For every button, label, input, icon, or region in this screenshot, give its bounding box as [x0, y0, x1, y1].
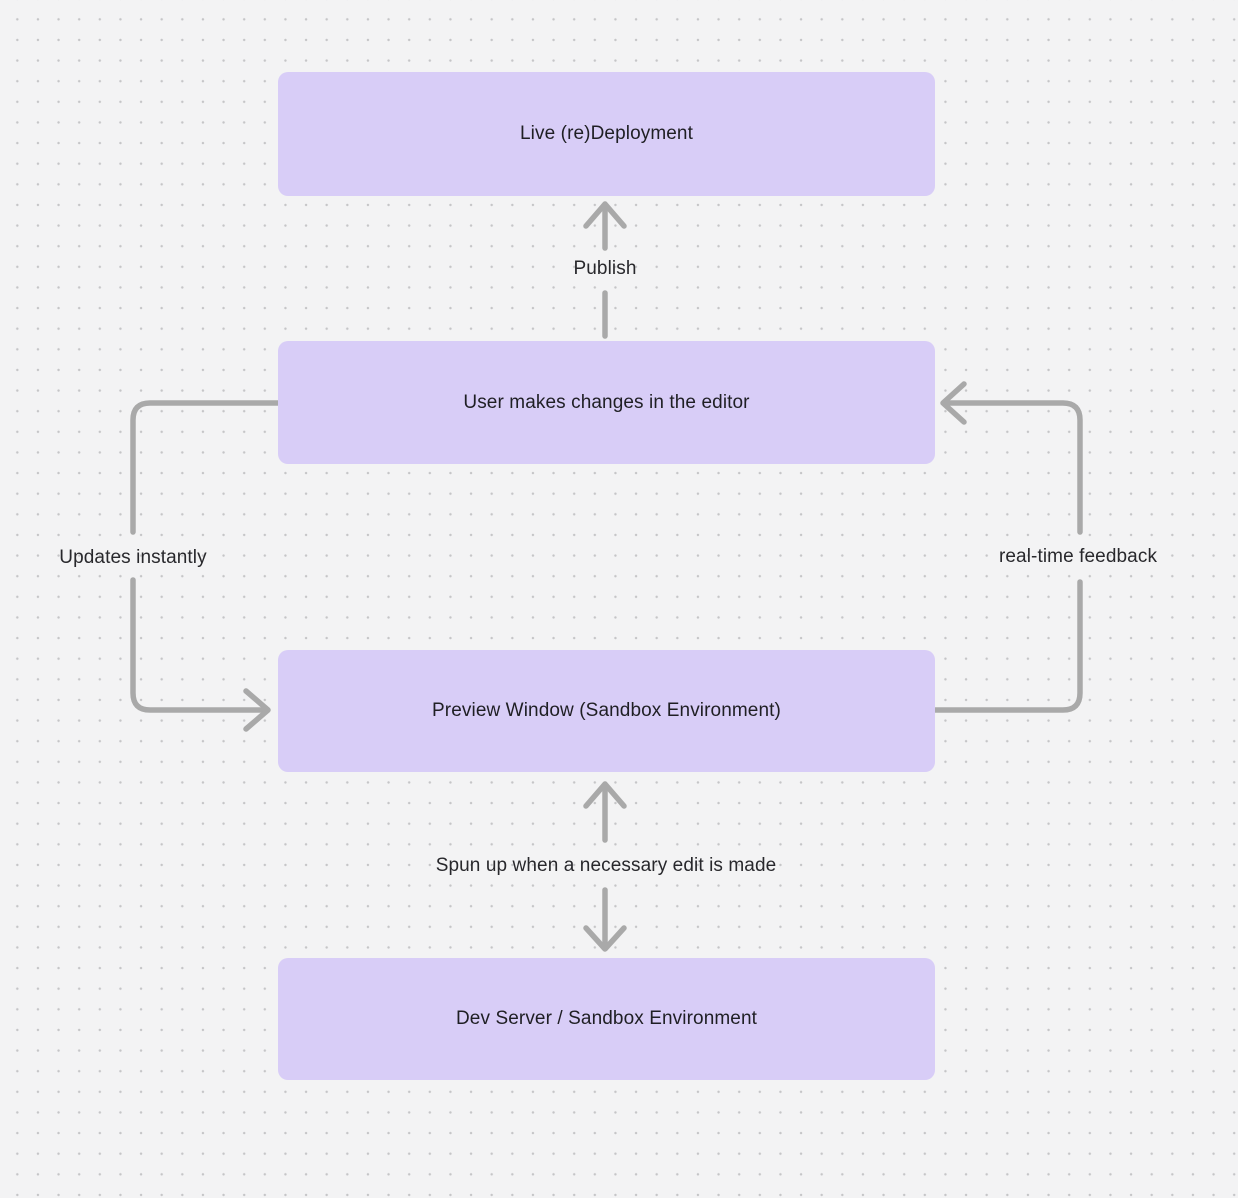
- edge-feedback-segment-top: [945, 400, 1083, 535]
- edge-publish-arrowhead-icon: [583, 201, 627, 229]
- edge-label-publish: Publish: [573, 258, 637, 279]
- node-label: Dev Server / Sandbox Environment: [455, 1008, 757, 1029]
- edge-updates-segment-top: [130, 400, 281, 535]
- edge-spunup-up-arrowhead-icon: [583, 781, 627, 809]
- node-label: User makes changes in the editor: [463, 391, 750, 413]
- node-label: Preview Window (Sandbox Environment): [432, 700, 781, 721]
- node-live-redeployment[interactable]: Live (re)Deployment: [278, 72, 935, 196]
- edge-spunup-down-arrowhead-icon: [583, 925, 627, 952]
- edge-updates-segment-bottom: [130, 577, 265, 713]
- node-label: Live (re)Deployment: [520, 123, 693, 144]
- edge-label-updates-instantly: Updates instantly: [59, 547, 207, 568]
- edge-feedback-segment-bottom: [932, 579, 1083, 713]
- edge-feedback-arrowhead-icon: [940, 381, 967, 425]
- connector-group: [130, 201, 1083, 952]
- edge-label-spun-up: Spun up when a necessary edit is made: [435, 855, 777, 876]
- node-dev-server[interactable]: Dev Server / Sandbox Environment: [278, 958, 935, 1080]
- edge-updates-arrowhead-icon: [243, 688, 271, 732]
- node-user-makes-changes[interactable]: User makes changes in the editor: [278, 341, 935, 464]
- edge-label-realtime-feedback: real-time feedback: [998, 546, 1158, 567]
- node-preview-window[interactable]: Preview Window (Sandbox Environment): [278, 650, 935, 772]
